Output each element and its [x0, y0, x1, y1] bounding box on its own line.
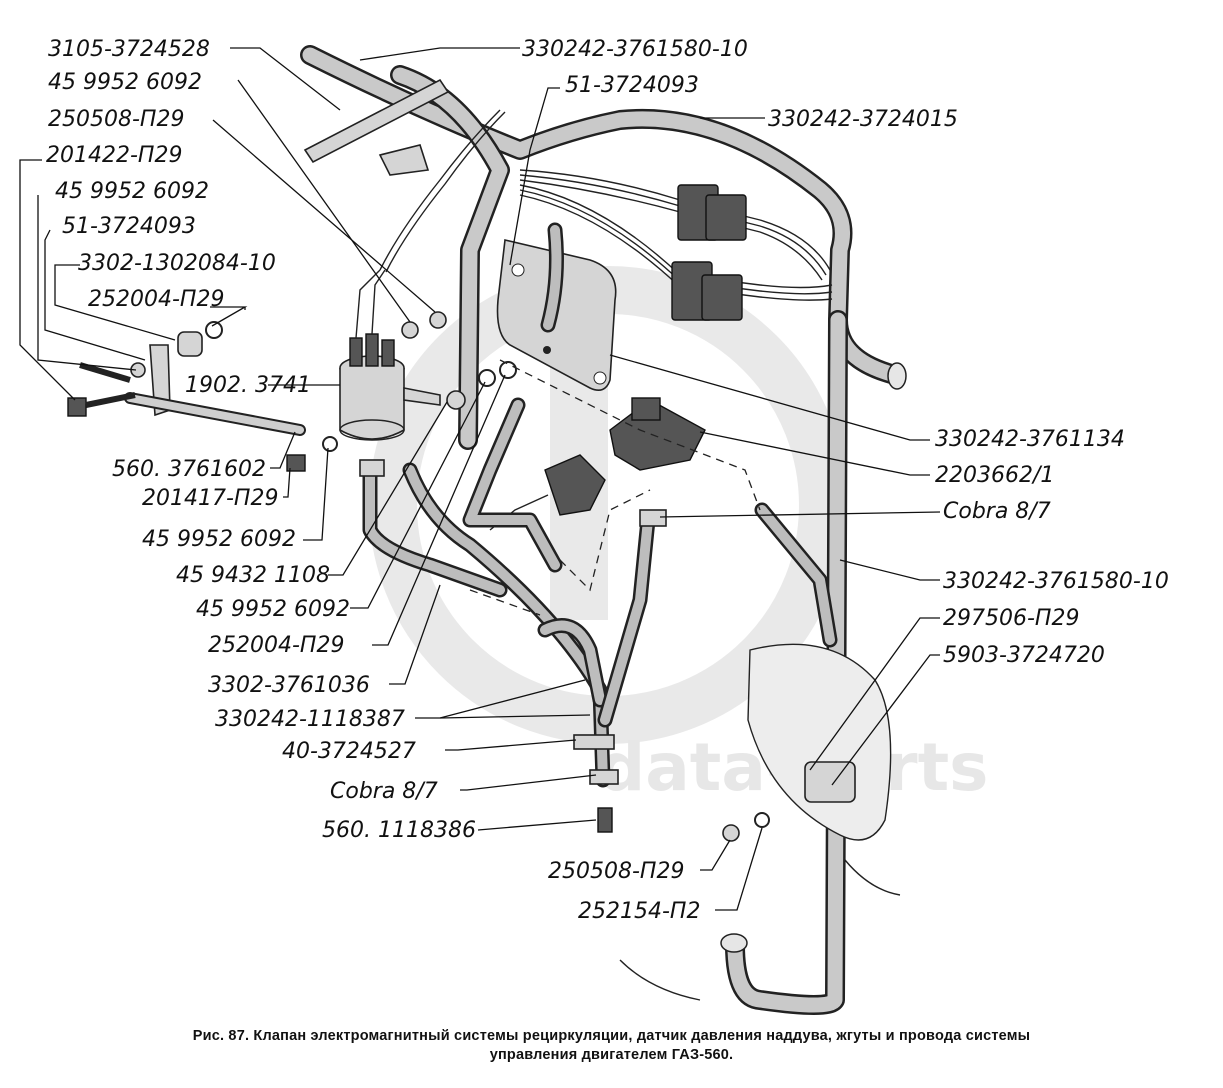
label-560-1118386: 560. 1118386	[322, 818, 476, 843]
valve-bracket	[67, 344, 306, 436]
label-3105-3724528: 3105-3724528	[48, 37, 210, 62]
label-560-3761602: 560. 3761602	[112, 457, 266, 482]
label-201417-p29: 201417-П29	[142, 486, 278, 511]
harness-frame-pipe	[300, 45, 907, 1015]
connector-block-lower	[671, 261, 743, 321]
connector-block-upper	[677, 184, 747, 241]
routing-dashes	[469, 359, 761, 616]
label-252004-p29-b: 252004-П29	[208, 633, 344, 658]
label-45-9952-6092-a: 45 9952 6092	[48, 70, 202, 95]
label-51-3724093-a: 51-3724093	[62, 214, 196, 239]
label-201422-p29: 201422-П29	[46, 143, 182, 168]
label-1902-3741: 1902. 3741	[185, 373, 311, 398]
vacuum-hoses	[359, 397, 838, 788]
label-330242-3724015: 330242-3724015	[768, 107, 958, 132]
label-5903-3724720: 5903-3724720	[943, 643, 1105, 668]
strap-clamp	[303, 78, 450, 176]
label-cobra-8-7-b: Cobra 8/7	[943, 499, 1051, 524]
label-45-9432-1108: 45 9432 1108	[176, 563, 330, 588]
solenoid-valve	[339, 269, 441, 441]
label-330242-3761580-10-a: 330242-3761580-10	[522, 37, 748, 62]
label-250508-p29-a: 250508-П29	[48, 107, 184, 132]
label-250508-p29-b: 250508-П29	[548, 859, 684, 884]
boost-pressure-sensor	[609, 397, 706, 471]
leader-lines	[19, 47, 941, 911]
label-2203662-1: 2203662/1	[935, 463, 1054, 488]
label-330242-1118387: 330242-1118387	[215, 707, 405, 732]
label-cobra-8-7-a: Cobra 8/7	[330, 779, 438, 804]
figure-caption-line-2: управления двигателем ГАЗ-560.	[489, 1047, 734, 1063]
label-51-3724093-b: 51-3724093	[565, 73, 699, 98]
watermark-logo: data-parts	[369, 266, 988, 806]
label-330242-3761580-10-b: 330242-3761580-10	[943, 569, 1169, 594]
label-252154-p2: 252154-П2	[578, 899, 700, 924]
ground-plate	[619, 643, 901, 1001]
part-labels: 3105-3724528 45 9952 6092 250508-П29 201…	[46, 37, 1169, 924]
label-297506-p29: 297506-П29	[943, 606, 1079, 631]
label-330242-3761134: 330242-3761134	[935, 427, 1125, 452]
label-45-9952-6092-c: 45 9952 6092	[142, 527, 296, 552]
label-3302-1302084-10: 3302-1302084-10	[78, 251, 276, 276]
figure-caption-line-1: Рис. 87. Клапан электромагнитный системы…	[192, 1028, 1031, 1044]
label-45-9952-6092-d: 45 9952 6092	[196, 597, 350, 622]
label-3302-3761036: 3302-3761036	[208, 673, 370, 698]
mounting-plate	[496, 222, 617, 391]
label-40-3724527: 40-3724527	[282, 739, 416, 764]
label-252004-p29-a: 252004-П29	[88, 287, 224, 312]
label-45-9952-6092-b: 45 9952 6092	[55, 179, 209, 204]
